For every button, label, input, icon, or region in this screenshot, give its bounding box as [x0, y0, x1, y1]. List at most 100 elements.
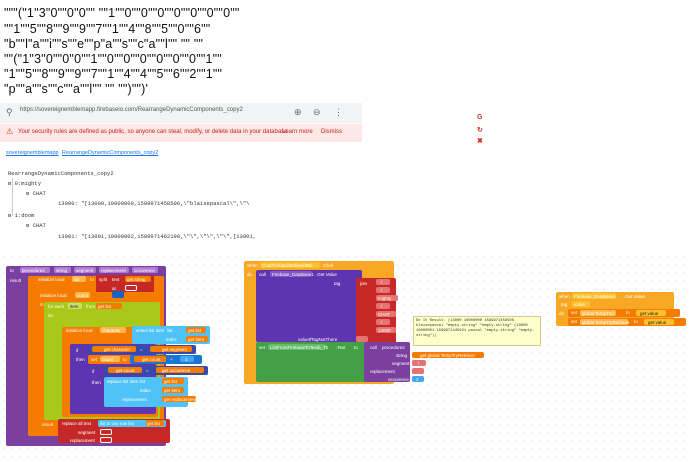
replace-replacement-str[interactable]	[100, 437, 112, 443]
proc-name: procedure2	[22, 268, 45, 273]
tree-node-0[interactable]: ⊟ 0:mighty	[8, 180, 42, 187]
url-bar[interactable]: ⚲ https://sovereignemblemapp.firebaseio.…	[0, 103, 362, 123]
join-str-2[interactable]	[376, 287, 390, 293]
list-picker-component[interactable]	[268, 344, 326, 350]
value-param[interactable]	[572, 301, 590, 307]
event-component[interactable]	[260, 262, 320, 268]
add-block[interactable]	[130, 355, 202, 364]
segment-arg-label: segment	[392, 361, 410, 366]
replace-get-list[interactable]	[162, 378, 184, 384]
get-character-block[interactable]	[92, 346, 136, 352]
replace-replacement-label: replacement	[122, 397, 147, 402]
local-name-count[interactable]	[75, 292, 90, 298]
tree-chat-0[interactable]: ⊟ CHAT	[26, 190, 46, 197]
get-string-block[interactable]	[125, 276, 151, 282]
set-tempt-block[interactable]	[568, 309, 680, 317]
value-if-tag-str[interactable]	[356, 336, 368, 342]
split-at-label: at	[112, 286, 116, 291]
get-value-3-block[interactable]	[644, 319, 674, 325]
global-retrieve-label: global TempTryRetrieve	[582, 320, 630, 325]
replacement-arg-str[interactable]	[412, 368, 424, 374]
join-str-4[interactable]	[376, 319, 390, 325]
add-operator: +	[170, 357, 173, 362]
add-get-count-get: get	[142, 357, 149, 362]
add-icon[interactable]: ⊕	[294, 107, 302, 117]
join-str-chat[interactable]	[376, 311, 396, 317]
breadcrumb-child[interactable]: RearrangeDynamicComponents_copy2	[62, 150, 159, 156]
join-str-mighty[interactable]	[376, 295, 398, 301]
join-str-2-label: /	[381, 288, 383, 293]
global-tempt-var[interactable]	[580, 310, 616, 316]
side-icon-3: ✖	[477, 138, 483, 145]
get-global-retrieve-label: get global TempTryRetrieve	[420, 353, 475, 358]
select-get-item-label: get item	[188, 337, 204, 342]
get-segment-block[interactable]	[150, 346, 192, 352]
join-str-3-label: /	[381, 304, 383, 309]
join-str-4-label: /	[381, 320, 383, 325]
proc-name-field[interactable]	[20, 267, 50, 273]
select-get-item-get: get	[188, 337, 195, 342]
set-count-to: to	[123, 357, 127, 362]
compare-block[interactable]	[88, 345, 196, 354]
replace-get-list-var: list	[171, 379, 178, 384]
add-get-count[interactable]	[134, 356, 166, 362]
learn-more-link[interactable]: Learn more	[282, 129, 313, 135]
list-to-csv-block[interactable]	[98, 420, 166, 427]
proc-to-label: to	[10, 268, 14, 273]
call-get-value-block[interactable]	[256, 270, 362, 342]
segment-arg-str[interactable]	[412, 360, 426, 366]
get-value-label: .Get Value	[316, 272, 337, 277]
more-icon[interactable]: ⋮	[334, 107, 343, 117]
get-value-2-var: value	[647, 311, 659, 316]
if-label: if	[76, 348, 79, 353]
replace-get-repl-get: get	[164, 397, 171, 402]
get-global-get: get	[420, 353, 427, 358]
get-segment-get: get	[162, 347, 169, 352]
csv-get-list[interactable]	[146, 420, 164, 426]
inner-get-occ[interactable]	[156, 367, 204, 373]
remove-icon[interactable]: ⊖	[313, 107, 321, 117]
param-replacement[interactable]	[99, 267, 129, 273]
set-count-var[interactable]	[100, 356, 120, 362]
tree-node-1[interactable]: ⊟ 1:doom	[8, 212, 35, 219]
dismiss-button[interactable]: Dismiss	[321, 129, 342, 135]
call-procedure-block[interactable]	[364, 342, 410, 382]
tree-chat-1[interactable]: ⊟ CHAT	[26, 222, 46, 229]
select-list-item-label: select list item list	[136, 328, 172, 333]
get-list-block[interactable]	[96, 303, 122, 309]
get-string-var: string	[134, 277, 146, 282]
add-one[interactable]	[180, 356, 194, 362]
occurence-arg-num[interactable]	[412, 376, 424, 382]
get-list-label: get list	[98, 304, 111, 309]
replace-get-repl[interactable]	[162, 396, 196, 402]
url-text[interactable]: https://sovereignemblemapp.firebaseio.co…	[20, 107, 243, 113]
for-each-item-var[interactable]	[68, 303, 82, 309]
replace-get-index[interactable]	[162, 387, 184, 393]
param-string[interactable]	[54, 267, 71, 273]
count-init-zero[interactable]	[112, 291, 124, 298]
local-name-list[interactable]	[72, 276, 86, 282]
inner-get-count[interactable]	[108, 367, 142, 373]
get-value-2-block[interactable]	[636, 310, 666, 316]
join-str-3[interactable]	[376, 303, 390, 309]
replace-segment-str[interactable]	[100, 429, 112, 435]
db-component-2[interactable]	[572, 293, 616, 299]
global-retrieve-var[interactable]	[580, 319, 628, 325]
get-value-2-get: get	[640, 311, 647, 316]
param-occurence[interactable]	[132, 267, 158, 273]
get-global-retrieve[interactable]	[412, 352, 484, 358]
param-segment[interactable]	[74, 267, 96, 273]
csv-get-list-var: list	[154, 421, 161, 426]
link-icon: ⚲	[6, 107, 13, 117]
db-component[interactable]	[270, 271, 312, 277]
get-global-var: global TempTryRetrieve	[427, 353, 475, 358]
local-name-character[interactable]	[100, 327, 126, 333]
split-at-empty[interactable]	[125, 285, 137, 291]
select-get-list[interactable]	[186, 327, 206, 333]
replace-get-repl-label: get replacement	[164, 397, 196, 402]
breadcrumb-root[interactable]: sovereignemblemapp	[6, 150, 59, 156]
join-str-1[interactable]	[376, 279, 390, 285]
db-component-label: Firebase_Database1	[272, 272, 314, 277]
select-get-item[interactable]	[186, 336, 208, 342]
join-str-13000[interactable]	[376, 327, 396, 333]
